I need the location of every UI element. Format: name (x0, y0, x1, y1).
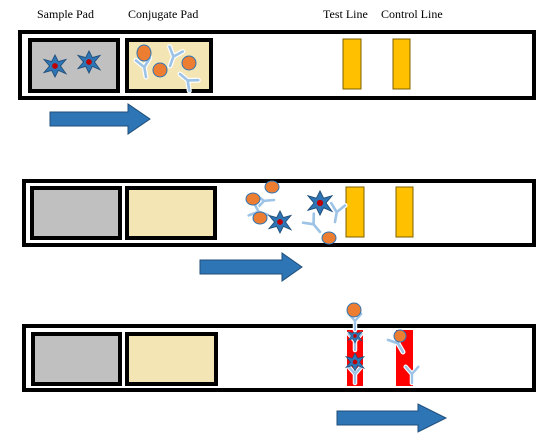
gold-nanoparticle (136, 44, 152, 62)
strip-panel-2 (22, 179, 536, 282)
sample-pad (30, 186, 122, 240)
gold-nanoparticle (346, 302, 362, 318)
test-line-label: Test Line (323, 7, 368, 21)
conjugate-pad (125, 332, 218, 386)
gold-nanoparticle (152, 62, 168, 78)
test-line (345, 186, 365, 238)
gold-nanoparticle (321, 231, 337, 245)
conjugate-pad (125, 186, 217, 240)
gold-nanoparticle (181, 55, 197, 71)
strip-panel-3 (22, 302, 536, 433)
gold-nanoparticle (393, 329, 407, 343)
control-line-label: Control Line (381, 7, 443, 21)
conjugate-pad-label: Conjugate Pad (128, 7, 199, 21)
control-line (395, 186, 414, 238)
flow-arrow (336, 403, 448, 433)
control-line (392, 38, 411, 90)
gold-nanoparticle (264, 180, 280, 194)
flow-arrow (49, 103, 151, 135)
gold-nanoparticle (252, 211, 268, 225)
flow-arrow (199, 252, 303, 282)
sample-pad (31, 332, 122, 386)
strip-panel-1 (18, 30, 536, 135)
gold-nanoparticle (245, 192, 261, 206)
sample-pad-label: Sample Pad (37, 7, 94, 21)
sample-pad (28, 38, 120, 93)
test-line (342, 38, 362, 90)
